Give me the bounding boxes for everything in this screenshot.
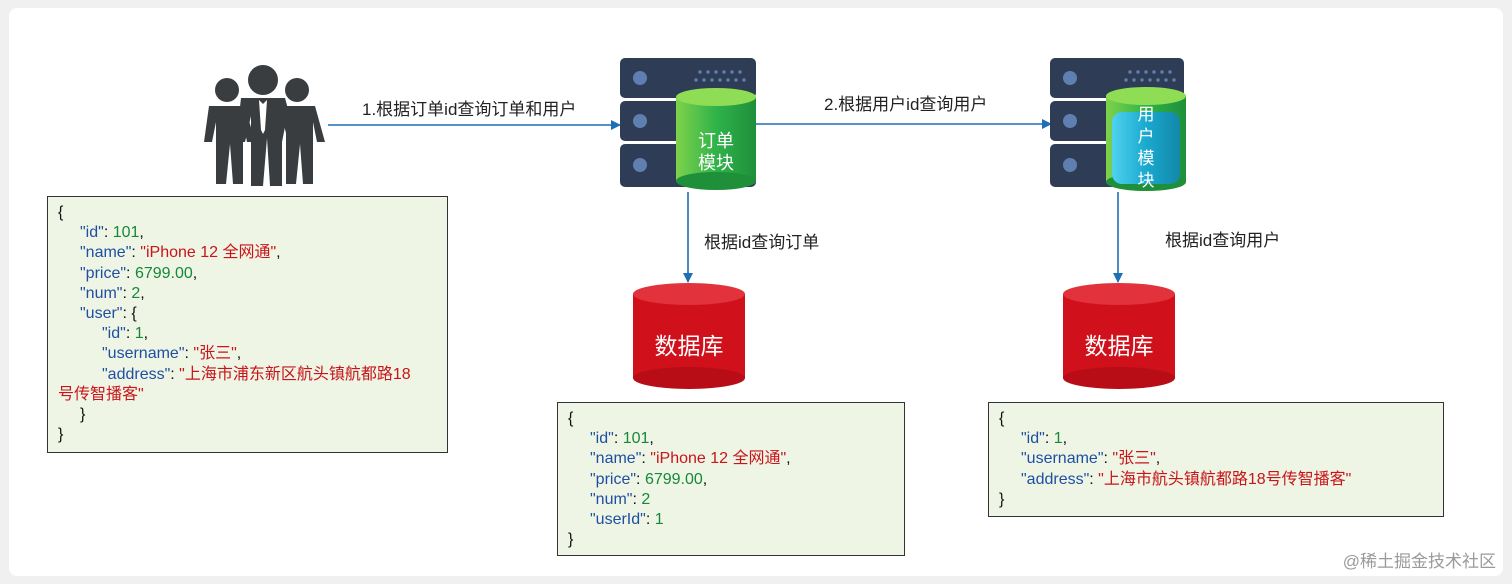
json-key: "username" bbox=[1021, 450, 1104, 468]
json-value: "张三" bbox=[1112, 450, 1156, 468]
watermark: @稀土掘金技术社区 bbox=[1342, 552, 1496, 571]
json-value: "张三" bbox=[193, 345, 237, 363]
user-module-label-line: 模 bbox=[1137, 149, 1155, 168]
json-line: "username": "张三", bbox=[1021, 450, 1161, 468]
json-value: 号传智播客" bbox=[58, 385, 144, 403]
json-brace: } bbox=[58, 426, 64, 444]
json-key: "username" bbox=[102, 345, 185, 363]
json-line: "id": 101, bbox=[80, 224, 144, 242]
json-user: { "id": 1, "username": "张三", "address": "上海… bbox=[988, 402, 1444, 517]
json-line: "name": "iPhone 12 全网通", bbox=[80, 244, 281, 262]
order-module-cylinder bbox=[676, 88, 756, 190]
json-key: "id" bbox=[1021, 430, 1045, 448]
json-brace: { bbox=[568, 410, 574, 427]
json-key: "num" bbox=[80, 284, 123, 302]
order-module-label-line: 模块 bbox=[698, 153, 734, 173]
json-brace: } bbox=[568, 531, 574, 549]
user-module-cylinder bbox=[1106, 87, 1186, 191]
json-key: "price" bbox=[590, 470, 637, 488]
json-line: "username": "张三", bbox=[102, 345, 242, 363]
json-value: 6799.00 bbox=[644, 470, 703, 488]
json-value: 6799.00 bbox=[134, 264, 193, 282]
label-query-user: 2.根据用户id查询用户 bbox=[824, 95, 988, 114]
order-module-label-line: 订单 bbox=[698, 131, 734, 151]
json-value: 1 bbox=[654, 511, 664, 529]
order-database-cylinder bbox=[633, 283, 745, 389]
user-module-label: 用 户 模 块 bbox=[1112, 104, 1180, 192]
json-key: "num" bbox=[590, 490, 633, 508]
json-order-with-user: { "id": 101, "name": "iPhone 12 全网通", "pric… bbox=[47, 196, 448, 453]
json-line: "price": 6799.00, bbox=[590, 470, 708, 488]
json-line: "id": 1, bbox=[1021, 430, 1068, 448]
json-brace: } bbox=[80, 406, 86, 424]
json-brace: { bbox=[999, 410, 1005, 427]
user-database-cylinder bbox=[1063, 283, 1175, 389]
json-line: "address": "上海市航头镇航都路18号传智播客" bbox=[1021, 470, 1352, 488]
json-value: 2 bbox=[641, 490, 651, 508]
json-brace: { bbox=[58, 204, 64, 221]
json-key: "userId" bbox=[590, 511, 646, 529]
user-module-label-line: 户 bbox=[1137, 127, 1155, 146]
json-key: "address" bbox=[1021, 470, 1090, 488]
label-query-order-and-user: 1.根据订单id查询订单和用户 bbox=[362, 100, 577, 119]
json-line: "user": { bbox=[80, 305, 137, 323]
user-module-label-line: 块 bbox=[1137, 171, 1155, 190]
user-module-label-line: 用 bbox=[1137, 105, 1155, 124]
label-query-user-db: 根据id查询用户 bbox=[1165, 231, 1281, 250]
json-value: 101 bbox=[112, 224, 140, 242]
json-value: "iPhone 12 全网通" bbox=[650, 450, 787, 468]
json-line: "id": 1, bbox=[102, 325, 149, 343]
user-database-label: 数据库 bbox=[1084, 333, 1154, 359]
json-key: "name" bbox=[80, 244, 132, 262]
json-key: "name" bbox=[590, 450, 642, 468]
json-line: "userId": 1 bbox=[590, 511, 664, 529]
json-key: "id" bbox=[80, 224, 104, 242]
json-line: "id": 101, bbox=[590, 430, 654, 448]
json-value: 2 bbox=[131, 284, 141, 302]
order-database-label: 数据库 bbox=[654, 333, 724, 359]
json-line: "num": 2 bbox=[590, 490, 651, 508]
json-value: "上海市航头镇航都路18号传智播客" bbox=[1098, 470, 1352, 488]
json-key: "id" bbox=[102, 325, 126, 343]
json-value: 1 bbox=[1053, 430, 1063, 448]
json-value: "iPhone 12 全网通" bbox=[140, 244, 277, 262]
json-brace: } bbox=[999, 490, 1005, 508]
json-value: 1 bbox=[134, 325, 144, 343]
label-query-order-db: 根据id查询订单 bbox=[704, 233, 820, 252]
json-key: "user" bbox=[80, 305, 123, 323]
json-brace: { bbox=[131, 305, 137, 323]
json-line: "address": "上海市浦东新区航头镇航都路18 bbox=[102, 365, 411, 383]
json-line: "num": 2, bbox=[80, 284, 145, 302]
json-order: { "id": 101, "name": "iPhone 12 全网通", "pric… bbox=[557, 402, 905, 556]
json-line: 号传智播客" bbox=[58, 385, 437, 405]
json-value: 101 bbox=[622, 430, 650, 448]
users-icon bbox=[204, 65, 325, 186]
json-line: "name": "iPhone 12 全网通", bbox=[590, 450, 791, 468]
json-line: "price": 6799.00, bbox=[80, 264, 198, 282]
json-key: "price" bbox=[80, 264, 127, 282]
json-value: "上海市浦东新区航头镇航都路18 bbox=[179, 365, 411, 383]
json-key: "address" bbox=[102, 365, 171, 383]
order-module-label: 订单 模块 bbox=[676, 130, 756, 174]
json-key: "id" bbox=[590, 430, 614, 448]
